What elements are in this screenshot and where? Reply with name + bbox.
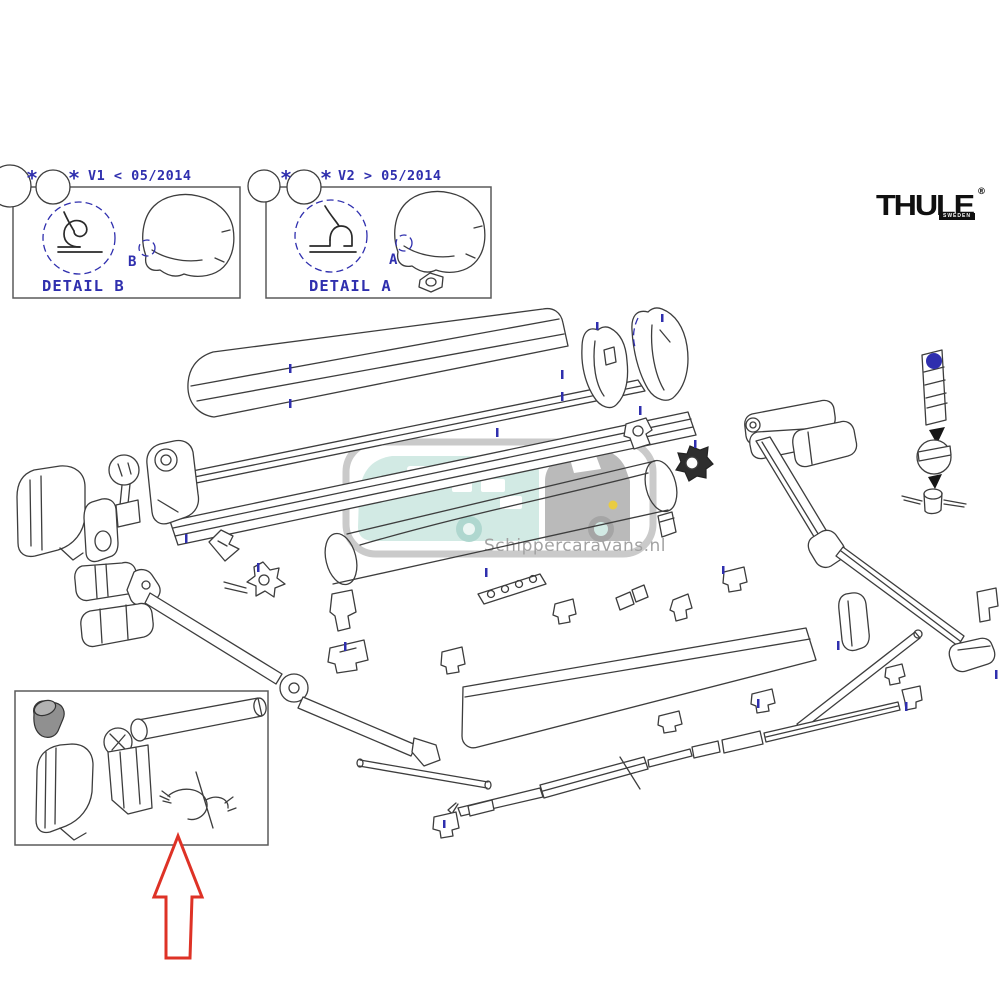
small-clip-5 <box>669 593 693 622</box>
point-marker-b <box>138 239 156 257</box>
small-clip-4 <box>552 598 577 625</box>
detail-box-a: * * V2 > 05/2014 DETAIL A A <box>247 166 492 299</box>
point-label-b: B <box>128 254 136 270</box>
detail-box-a-frame <box>265 186 492 299</box>
left-spring-arm <box>74 561 441 767</box>
balloon-circle <box>286 169 322 205</box>
small-clip-10 <box>432 811 460 839</box>
detail-box-b: * * V1 < 05/2014 DETAIL B B <box>0 164 241 299</box>
housing-cover-left <box>83 498 119 563</box>
clamp-pair <box>615 584 649 611</box>
small-bracket-2 <box>327 639 369 674</box>
balloon-circle <box>247 169 281 203</box>
red-indicator-arrow-icon <box>151 831 205 960</box>
balloon-circle <box>0 164 32 208</box>
detail-circle-a <box>294 199 368 273</box>
arm-cover-sleeve <box>80 602 154 648</box>
clamp-bracket <box>208 529 240 562</box>
corner-piece <box>976 587 999 623</box>
small-clip-9 <box>884 663 906 686</box>
gray-end-plug <box>33 699 65 738</box>
mounting-bracket-small <box>623 417 653 450</box>
small-clip-7 <box>750 688 776 714</box>
support-rod <box>356 758 492 790</box>
asterisk-mark: * <box>26 166 38 190</box>
iso-block-part <box>418 272 444 293</box>
detail-box-b-frame <box>12 186 241 299</box>
left-case-end-cap <box>581 326 629 409</box>
thule-logo: THULE ® SWEDEN <box>876 187 998 225</box>
thule-sweden-badge: SWEDEN <box>939 213 975 220</box>
end-cap-right-small <box>838 592 870 652</box>
detail-caption-a: DETAIL A <box>309 277 392 295</box>
small-clip-6 <box>657 710 683 734</box>
registered-trademark-icon: ® <box>977 187 986 197</box>
small-clip-1 <box>329 589 357 632</box>
fabric-roller-tube <box>324 459 678 586</box>
arrow-down-icon <box>929 427 945 444</box>
end-cap-outline-a <box>394 190 486 273</box>
tension-rafter-1 <box>447 748 693 819</box>
detail-circle-b <box>42 201 116 275</box>
small-clip-8 <box>722 566 748 593</box>
side-plate-left <box>146 439 200 525</box>
arrow-down-icon <box>928 474 942 489</box>
end-cap-outline-callout <box>35 743 94 841</box>
case-back-profile <box>162 379 697 546</box>
tension-rafter-2 <box>691 685 923 759</box>
crank-gear-unit <box>108 454 141 528</box>
motor-callout-box <box>14 690 269 846</box>
balloon-circle <box>35 169 71 205</box>
asterisk-mark: * <box>68 166 80 190</box>
blue-marker-dot <box>926 353 942 369</box>
asterisk-mark: * <box>280 166 292 190</box>
motor-cable-wires <box>159 771 237 829</box>
gearbox-housing-left <box>16 465 86 561</box>
end-cap-outline-b <box>142 193 235 277</box>
version-label-a: V2 > 05/2014 <box>338 168 442 184</box>
perforated-strip <box>477 573 547 605</box>
rail-profile-section-b <box>57 211 103 253</box>
version-label-b: V1 < 05/2014 <box>88 168 192 184</box>
arm-cover-right <box>792 420 858 468</box>
case-lid <box>187 307 569 418</box>
lead-rail-panel <box>461 627 817 749</box>
point-marker-a <box>395 234 413 252</box>
rail-profile-section-a <box>309 205 357 253</box>
roller-end-insert <box>223 561 286 598</box>
right-spring-arm <box>744 399 996 731</box>
wall-bracket-stack <box>901 349 967 515</box>
asterisk-mark: * <box>320 166 332 190</box>
right-case-end-cap <box>631 307 689 401</box>
point-label-a: A <box>389 252 398 268</box>
roller-drive-hub <box>657 445 714 538</box>
detail-caption-b: DETAIL B <box>42 277 125 295</box>
reference-tick-marks <box>185 314 998 828</box>
watermark-text: Schippercaravans.nl <box>484 536 666 556</box>
motor-callout-frame <box>14 690 269 846</box>
awning-motor-assembly <box>103 697 267 815</box>
small-clip-3 <box>440 646 466 675</box>
